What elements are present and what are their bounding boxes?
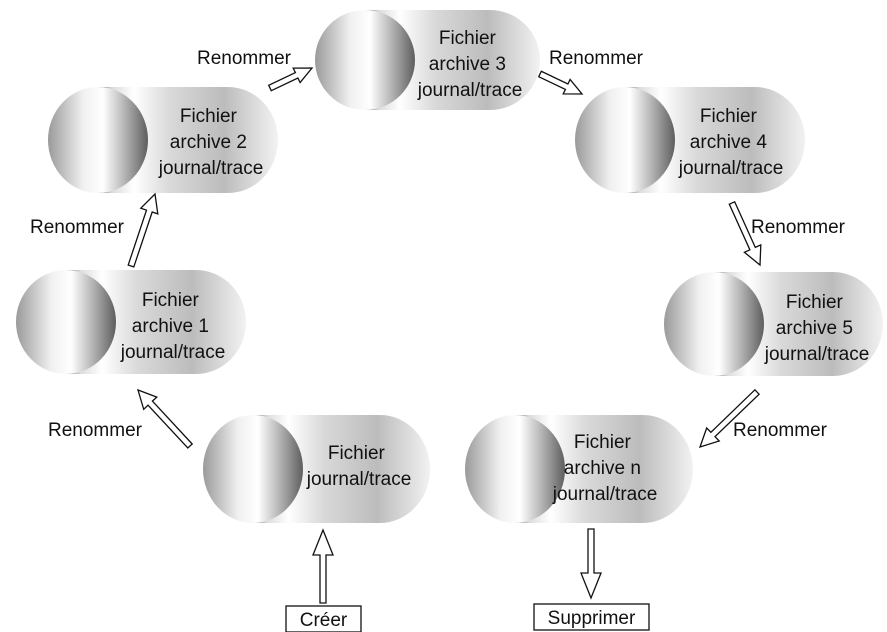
rename-label-3-to-4: Renommer — [549, 48, 644, 69]
rename-arrow-current-to-1 — [137, 388, 194, 449]
delete-label: Supprimer — [548, 608, 636, 629]
node-archive-1: Fichier archive 1 journal/trace — [16, 270, 246, 374]
node-archive-4-label: Fichier archive 4 journal/trace — [678, 106, 784, 179]
node-archive-3: Fichier archive 3 journal/trace — [315, 10, 540, 110]
rename-label-2-to-3: Renommer — [197, 48, 292, 69]
rename-label-4-to-5: Renommer — [751, 217, 846, 238]
node-archive-4: Fichier archive 4 journal/trace — [575, 87, 805, 193]
node-archive-1-label: Fichier archive 1 journal/trace — [120, 290, 226, 363]
delete-action: Supprimer — [533, 603, 650, 631]
delete-arrow — [580, 528, 602, 600]
rename-label-5-to-n: Renommer — [733, 420, 828, 441]
node-archive-5: Fichier archive 5 journal/trace — [664, 272, 883, 376]
create-arrow — [312, 528, 334, 604]
node-archive-3-label: Fichier archive 3 journal/trace — [417, 28, 523, 101]
node-archive-n: Fichier archive n journal/trace — [465, 415, 693, 523]
node-current-log-label: Fichier journal/trace — [306, 443, 412, 490]
rename-arrow-3-to-4 — [537, 70, 584, 95]
rename-arrow-2-to-3 — [267, 67, 314, 92]
node-archive-5-label: Fichier archive 5 journal/trace — [764, 292, 870, 365]
rename-arrow-1-to-2 — [127, 192, 159, 268]
rename-label-current-to-1: Renommer — [48, 420, 143, 441]
node-archive-2: Fichier archive 2 journal/trace — [48, 87, 278, 193]
rename-arrow-5-to-n — [698, 388, 761, 449]
create-action: Créer — [285, 605, 362, 632]
rename-arrow-4-to-5 — [728, 200, 762, 267]
create-label: Créer — [300, 610, 348, 631]
node-current-log: Fichier journal/trace — [203, 415, 430, 523]
node-archive-n-label: Fichier archive n journal/trace — [552, 432, 658, 505]
node-archive-2-label: Fichier archive 2 journal/trace — [158, 106, 264, 179]
rename-label-1-to-2: Renommer — [30, 217, 125, 238]
